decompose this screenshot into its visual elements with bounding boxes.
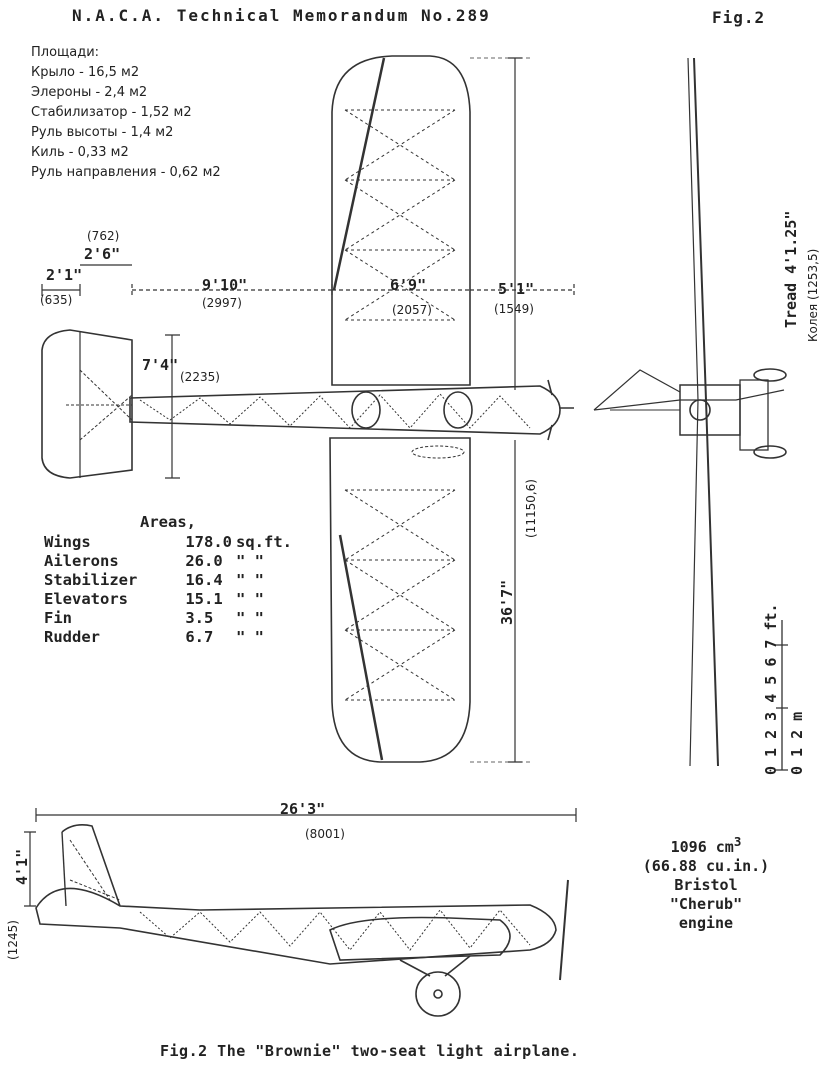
areas-row: Fin 3.5 " " [44,609,296,628]
tread-label: Tread 4'1.25" [782,210,800,328]
area-name: Rudder [44,628,100,646]
russian-area-item: Руль направления - 0,62 м2 [31,165,221,180]
area-name: Elevators [44,590,128,608]
area-name: Wings [44,533,91,551]
russian-areas-heading: Площади: [31,45,100,60]
plan-view-tail [41,329,133,479]
engine-displacement: 1096 cm3 [670,834,742,856]
plan-dimension-lines [41,57,575,763]
dim-26-3-mm: (8001) [305,827,345,841]
area-unit: " " [236,628,264,646]
russian-area-item: Руль высоты - 1,4 м2 [31,125,174,140]
memorandum-title: N.A.C.A. Technical Memorandum No.289 [72,6,491,25]
dim-26-3: 26'3" [280,800,326,818]
russian-area-item: Стабилизатор - 1,52 м2 [31,105,192,120]
dim-9-10-mm: (2997) [202,296,242,310]
area-unit: " " [236,590,264,608]
plan-view-wing [329,55,471,763]
areas-heading: Areas, [140,513,196,531]
area-name: Stabilizer [44,571,138,589]
dim-9-10: 9'10" [202,276,248,294]
russian-area-item: Элероны - 2,4 м2 [31,85,148,100]
areas-row: Elevators 15.1 " " [44,590,296,609]
scale-bar [776,620,788,771]
area-value: 3.5 [185,609,214,627]
dim-6-9: 6'9" [390,276,427,294]
side-dimension-lines [24,808,577,907]
area-value: 6.7 [185,628,214,646]
plan-view-fuselage [129,379,574,459]
engine-maker: Bristol [674,876,738,894]
engine-model: "Cherub" [669,895,743,913]
area-unit: " " [236,609,264,627]
dim-2-1: 2'1" [46,266,83,284]
dim-5-1-mm: (1549) [494,302,534,316]
front-view [593,57,787,767]
side-view-fuselage [35,824,569,1017]
dim-4-1: 4'1" [13,848,31,885]
areas-row: Ailerons 26.0 " " [44,552,296,571]
area-unit: " " [236,552,264,570]
dim-7-4: 7'4" [142,356,179,374]
area-unit: " " [236,571,264,589]
russian-areas-block: Площади: Крыло - 16,5 м2 Элероны - 2,4 м… [31,43,221,183]
dim-2-6: 2'6" [84,245,121,263]
area-name: Fin [44,609,72,627]
area-value: 26.0 [185,552,223,570]
dim-7-4-mm: (2235) [180,370,220,384]
dim-2-6-mm: (762) [87,229,120,243]
engine-cubic-inches: (66.88 cu.in.) [642,857,770,875]
figure-caption: Fig.2 The "Brownie" two-seat light airpl… [160,1042,580,1060]
dim-5-1: 5'1" [498,280,535,298]
dim-4-1-mm: (1245) [6,920,20,960]
areas-row: Stabilizer 16.4 " " [44,571,296,590]
dim-36-7-mm: (11150,6) [524,479,538,538]
dim-36-7: 36'7" [498,579,516,625]
russian-area-item: Киль - 0,33 м2 [31,145,129,160]
tread-ru-label: Колея (1253,5) [806,248,820,342]
dim-6-9-mm: (2057) [392,303,432,317]
figure-number: Fig.2 [712,8,766,27]
russian-area-item: Крыло - 16,5 м2 [31,65,140,80]
scale-ft-label: 0 1 2 3 4 5 6 7 ft. [762,603,780,775]
engine-word: engine [678,914,734,932]
area-value: 178.0 [185,533,232,551]
area-value: 15.1 [185,590,223,608]
areas-row: Rudder 6.7 " " [44,628,296,647]
scale-m-label: 0 1 2 m [788,711,806,775]
area-value: 16.4 [185,571,223,589]
area-name: Ailerons [44,552,119,570]
dim-2-1-mm: (635) [40,293,73,307]
area-unit: sq.ft. [236,533,292,551]
engine-note: 1096 cm3 (66.88 cu.in.) Bristol "Cherub"… [606,832,806,933]
